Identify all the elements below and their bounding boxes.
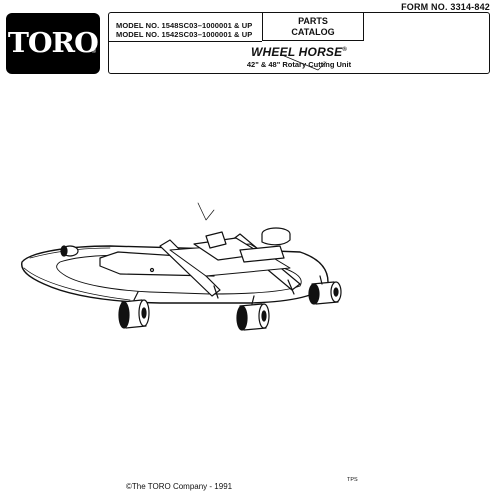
model-line-2: MODEL NO. 1542SC03–1000001 & UP [116, 30, 253, 39]
deck-bolt [149, 267, 155, 273]
catalog-line-2: CATALOG [291, 27, 335, 37]
parts-catalog-label: PARTS CATALOG [262, 12, 364, 41]
model-line-1: MODEL NO. 1548SC03–1000001 & UP [116, 21, 253, 30]
gauge-wheel-front-right [236, 303, 270, 331]
gauge-wheel-rear-left [60, 245, 79, 257]
wheel-bracket-rear-right [319, 275, 323, 285]
wheel-bracket-front-right [251, 295, 255, 305]
hitch-pin-rear [287, 279, 295, 295]
hitch-pin [213, 285, 219, 299]
model-numbers: MODEL NO. 1548SC03–1000001 & UP MODEL NO… [116, 21, 252, 39]
form-number: FORM NO. 3314-842 [401, 2, 490, 12]
title-block: MODEL NO. 1548SC03–1000001 & UP MODEL NO… [108, 12, 490, 74]
product-registered-mark: ® [342, 47, 347, 53]
gauge-wheel-rear-right [308, 281, 342, 305]
spindle-housing [261, 233, 291, 246]
hitch-bracket [205, 231, 227, 249]
product-subtitle: 42" & 48" Rotary Cutting Unit [246, 60, 352, 69]
hitch-bracket-rear [239, 245, 285, 263]
toro-logo: TORO ® [6, 13, 100, 74]
wheel-bracket-front-left [133, 291, 139, 301]
stray-line [281, 54, 327, 71]
product-name: WHEEL HORSE® [109, 45, 489, 59]
title-divider [109, 41, 262, 42]
catalog-line-1: PARTS [298, 16, 328, 26]
deck-skirt-line [23, 267, 131, 301]
gauge-wheel-front-left [118, 299, 150, 329]
product-name-text: WHEEL HORSE [251, 45, 343, 59]
copyright-notice: ©The TORO Company - 1991 [126, 482, 233, 491]
stray-mark [197, 202, 215, 221]
logo-registered-mark: ® [91, 49, 96, 55]
print-code: TPS [347, 477, 358, 483]
logo-wordmark: TORO [8, 28, 99, 59]
